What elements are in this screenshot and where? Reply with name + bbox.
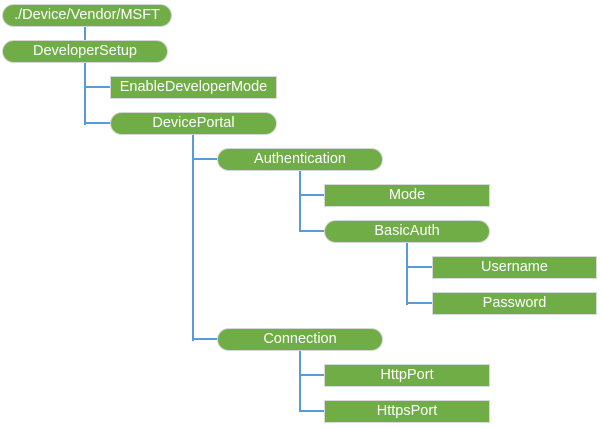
connector	[299, 350, 301, 412]
tree-node-mode: Mode	[324, 184, 490, 207]
connector	[299, 230, 325, 232]
connector	[84, 122, 111, 124]
tree-node-https-port: HttpsPort	[324, 400, 490, 423]
connector	[192, 338, 218, 340]
tree-node-authentication: Authentication	[217, 148, 383, 171]
connector	[406, 266, 433, 268]
tree-node-connection: Connection	[217, 328, 383, 351]
tree-node-basic-auth: BasicAuth	[324, 220, 490, 243]
tree-node-device-vendor-msft: ./Device/Vendor/MSFT	[2, 4, 172, 27]
connector	[299, 374, 325, 376]
connector	[192, 158, 218, 160]
tree-node-username: Username	[432, 256, 597, 279]
connector	[84, 62, 86, 125]
tree-node-http-port: HttpPort	[324, 364, 490, 387]
connector	[84, 26, 86, 41]
connector	[406, 242, 408, 305]
connector	[406, 302, 433, 304]
tree-node-device-portal: DevicePortal	[110, 112, 277, 135]
connector	[299, 170, 301, 232]
tree-node-password: Password	[432, 292, 597, 315]
connector	[192, 134, 194, 341]
tree-node-enable-developer-mode: EnableDeveloperMode	[110, 76, 277, 99]
connector	[299, 410, 325, 412]
connector	[299, 194, 325, 196]
connector	[84, 86, 111, 88]
tree-node-developer-setup: DeveloperSetup	[2, 40, 168, 63]
